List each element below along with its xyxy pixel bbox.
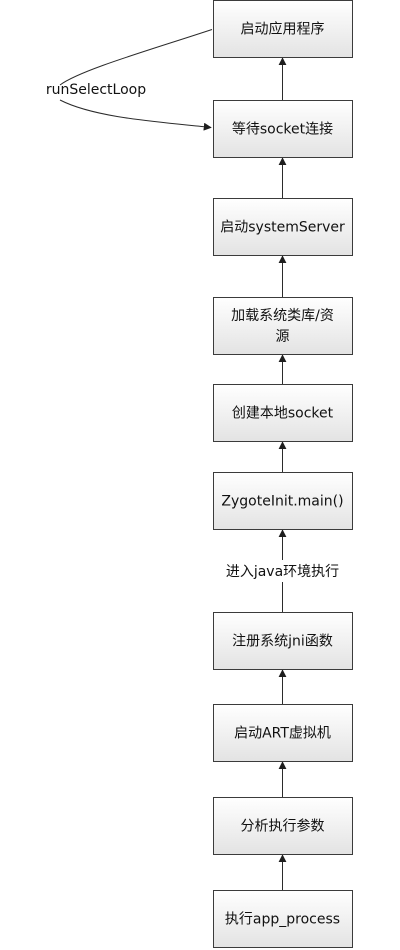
node-box bbox=[213, 198, 353, 256]
node-start-system-server: 启动systemServer bbox=[213, 198, 353, 256]
node-label: 创建本地socket bbox=[232, 406, 334, 422]
node-label: 启动ART虚拟机 bbox=[234, 726, 331, 742]
node-label: 注册系统jni函数 bbox=[232, 634, 333, 650]
node-load-classes: 加载系统类库/资源 bbox=[213, 297, 353, 355]
node-box bbox=[213, 797, 353, 855]
node-register-jni: 注册系统jni函数 bbox=[213, 612, 353, 670]
node-label: 加载系统类库/资源 bbox=[231, 308, 334, 345]
node-label: ZygoteInit.main() bbox=[221, 494, 343, 510]
node-parse-args: 分析执行参数 bbox=[213, 797, 353, 855]
node-box bbox=[213, 472, 353, 530]
node-box bbox=[213, 704, 353, 762]
node-box bbox=[213, 612, 353, 670]
loop-connector bbox=[59, 29, 212, 128]
loop-label: runSelectLoop bbox=[46, 82, 146, 98]
edge-label: 进入java环境执行 bbox=[226, 564, 339, 580]
loop-layer: runSelectLoop bbox=[46, 29, 212, 128]
node-zygote-main: ZygoteInit.main() bbox=[213, 472, 353, 530]
node-start-art: 启动ART虚拟机 bbox=[213, 704, 353, 762]
node-start-app: 启动应用程序 bbox=[213, 0, 353, 58]
node-box bbox=[213, 0, 353, 58]
node-exec-app-process: 执行app_process bbox=[213, 890, 353, 948]
node-wait-socket: 等待socket连接 bbox=[213, 100, 353, 158]
node-box bbox=[213, 100, 353, 158]
node-box bbox=[213, 384, 353, 442]
node-label: 启动systemServer bbox=[220, 220, 345, 236]
node-label: 启动应用程序 bbox=[241, 21, 325, 38]
edge-label-bg bbox=[218, 560, 347, 582]
node-label: 分析执行参数 bbox=[241, 818, 325, 835]
node-box bbox=[213, 297, 353, 355]
node-create-socket: 创建本地socket bbox=[213, 384, 353, 442]
node-label: 执行app_process bbox=[225, 912, 340, 928]
node-box bbox=[213, 890, 353, 948]
node-label: 等待socket连接 bbox=[232, 121, 333, 138]
edges-layer: 进入java环境执行 bbox=[218, 57, 347, 890]
